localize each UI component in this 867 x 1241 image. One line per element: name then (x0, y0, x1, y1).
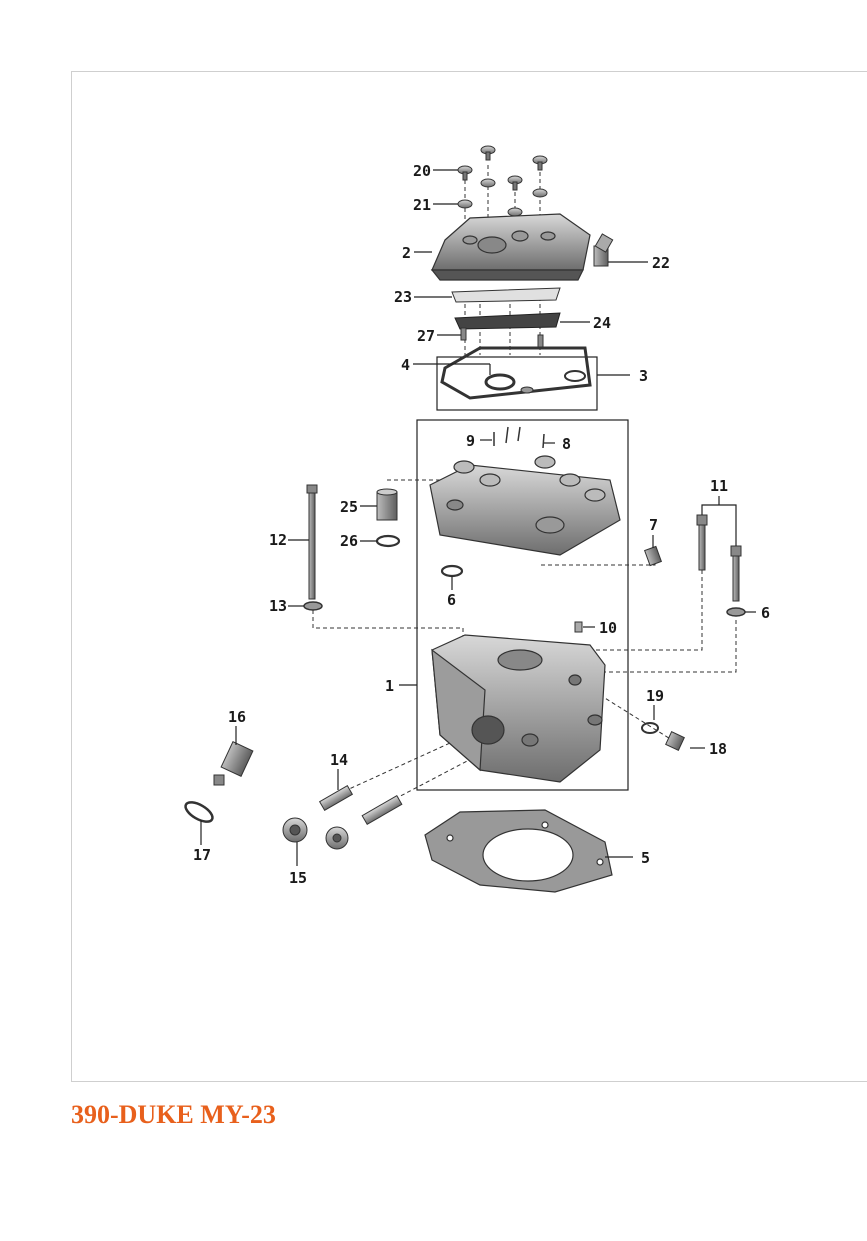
o-ring-19 (641, 722, 659, 734)
callout-12: 12 (269, 531, 287, 549)
callout-2: 2 (402, 244, 411, 262)
callout-7: 7 (649, 516, 658, 534)
washer-13 (303, 601, 323, 611)
callout-3: 3 (639, 367, 648, 385)
camshaft-carrier (429, 455, 621, 556)
head-bolts-11 (696, 514, 742, 602)
sleeves (318, 784, 403, 826)
head-gasket (424, 809, 613, 893)
spark-plug-seal (484, 373, 516, 391)
callout-15: 15 (289, 869, 307, 887)
o-ring-17 (184, 801, 214, 823)
callout-10: 10 (599, 619, 617, 637)
tappet (376, 488, 398, 521)
nuts (282, 817, 349, 850)
callout-24: 24 (593, 314, 611, 332)
callout-19: 19 (646, 687, 664, 705)
callout-22: 22 (652, 254, 670, 272)
temperature-sensor (665, 731, 685, 751)
gasket-24 (454, 312, 561, 330)
valve-cover-bolts (457, 145, 548, 217)
valve-cover-gasket (440, 346, 592, 400)
o-ring-26 (375, 534, 401, 548)
callout-23: 23 (394, 288, 412, 306)
callout-11: 11 (710, 477, 728, 495)
small-bolts (460, 327, 544, 348)
o-ring-6 (440, 564, 464, 578)
callout-27: 27 (417, 327, 435, 345)
pins (493, 426, 545, 449)
page-title: 390-DUKE MY-23 (71, 1100, 276, 1129)
callout-5: 5 (641, 849, 650, 867)
callout-9: 9 (466, 432, 475, 450)
gasket-23 (451, 287, 561, 303)
callout-1: 1 (385, 677, 394, 695)
gasket-group-box (436, 356, 598, 411)
cylinder-head-group-box (416, 419, 629, 791)
callout-4: 4 (401, 356, 410, 374)
callout-26: 26 (340, 532, 358, 550)
callout-13: 13 (269, 597, 287, 615)
washer-6 (726, 607, 746, 617)
callout-6-right: 6 (761, 604, 770, 622)
callout-8: 8 (562, 435, 571, 453)
callout-6-left: 6 (447, 591, 456, 609)
callout-17: 17 (193, 846, 211, 864)
callout-20: 20 (413, 162, 431, 180)
valve-cover (430, 213, 591, 281)
callouts: 1 2 3 4 5 6 6 7 8 9 10 11 12 13 14 15 16… (193, 162, 770, 887)
leader-lines (200, 169, 756, 866)
callout-16: 16 (228, 708, 246, 726)
dowel-pin (574, 621, 583, 633)
breather-fitting (593, 233, 614, 267)
oil-pressure-sensor (643, 545, 663, 567)
diagram-frame (71, 71, 867, 1082)
callout-25: 25 (340, 498, 358, 516)
head-bolt-long (306, 484, 318, 600)
callout-14: 14 (330, 751, 348, 769)
callout-18: 18 (709, 740, 727, 758)
cylinder-head (431, 634, 606, 783)
callout-21: 21 (413, 196, 431, 214)
sensor-16 (213, 740, 254, 786)
